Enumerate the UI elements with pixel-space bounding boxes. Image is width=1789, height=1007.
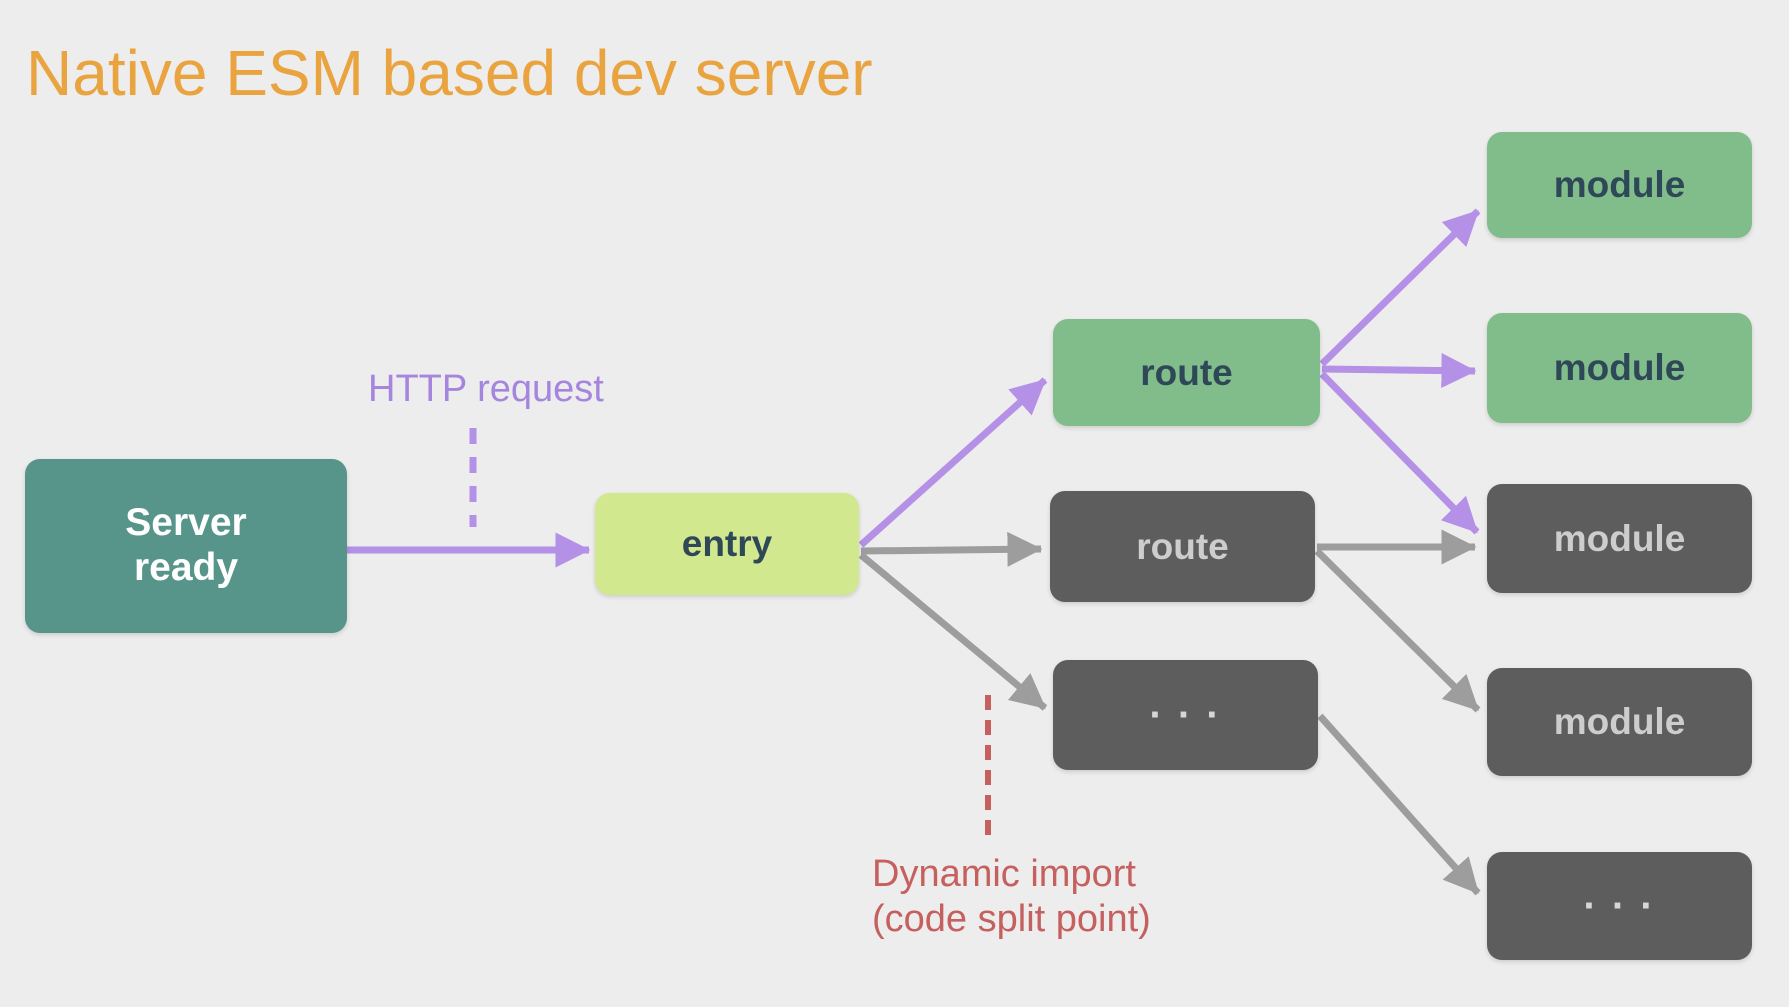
module-1-label: module xyxy=(1553,164,1686,205)
route-green-label: route xyxy=(1140,351,1233,393)
edge-entry-to-route-green xyxy=(858,377,1048,548)
dots-mid-node: · · · xyxy=(1053,660,1318,770)
server-ready-label: Server ready xyxy=(125,501,246,591)
entry-label: entry xyxy=(681,523,773,564)
edge-dots-mid-to-dots-end xyxy=(1317,713,1481,896)
edge-entry-to-route-gray xyxy=(860,531,1043,567)
dots-end-label: · · · xyxy=(1583,883,1656,928)
route-gray-label: route xyxy=(1136,525,1229,567)
diagram-title: Native ESM based dev server xyxy=(26,37,873,109)
server-ready-label-line-1: Server xyxy=(125,501,247,545)
server-ready-label-line-2: ready xyxy=(133,546,239,589)
module-2-label: module xyxy=(1553,347,1686,388)
edge-route-gray-to-module-4 xyxy=(1314,548,1481,713)
module-4-label: module xyxy=(1553,701,1686,742)
dynamic-import-annotation-line-1: Dynamic import xyxy=(872,853,1136,895)
module-1-node: module xyxy=(1487,132,1752,238)
dynamic-import-annotation: Dynamic import (code split point) xyxy=(872,852,1151,942)
entry-node: entry xyxy=(595,493,859,595)
edge-route-green-to-module-3 xyxy=(1319,371,1480,535)
dots-mid-label: · · · xyxy=(1149,692,1222,737)
module-4-node: module xyxy=(1487,668,1752,776)
module-3-label: module xyxy=(1553,517,1686,559)
edge-route-green-to-module-2 xyxy=(1321,353,1477,389)
edge-entry-to-dots-mid xyxy=(858,552,1048,711)
route-green-node: route xyxy=(1053,319,1320,426)
module-2-node: module xyxy=(1487,313,1752,423)
dots-end-node: · · · xyxy=(1487,852,1752,960)
dynamic-import-annotation-line-2: (code split point) xyxy=(872,897,1151,940)
http-request-annotation: HTTP request xyxy=(368,368,604,410)
module-3-node: module xyxy=(1487,484,1752,593)
edge-route-green-to-module-1 xyxy=(1319,208,1481,367)
route-gray-node: route xyxy=(1050,491,1315,602)
server-ready-node: Server ready xyxy=(25,459,347,633)
